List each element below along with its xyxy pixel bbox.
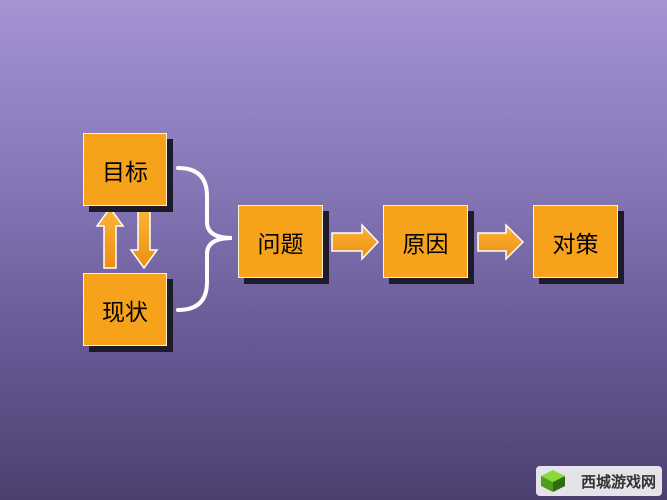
down-arrow-icon (129, 209, 159, 270)
green-cube-logo-icon (541, 470, 565, 492)
solution-box: 对策 (533, 205, 618, 278)
up-arrow-icon (95, 206, 125, 269)
cause-box: 原因 (383, 205, 468, 278)
current-state-label: 现状 (102, 299, 148, 326)
goal-box: 目标 (83, 133, 167, 206)
right-arrow-icon (331, 223, 380, 261)
problem-label: 问题 (257, 231, 304, 258)
goal-label: 目标 (102, 159, 148, 186)
watermark-text: 西城游戏网 (580, 472, 656, 491)
right-arrow-icon (477, 223, 525, 261)
problem-box: 问题 (238, 205, 323, 278)
solution-label: 对策 (552, 231, 599, 258)
merge-brace (176, 166, 233, 312)
current-state-box: 现状 (83, 273, 167, 346)
cause-label: 原因 (402, 231, 449, 258)
watermark: 西城游戏网 (536, 466, 662, 496)
